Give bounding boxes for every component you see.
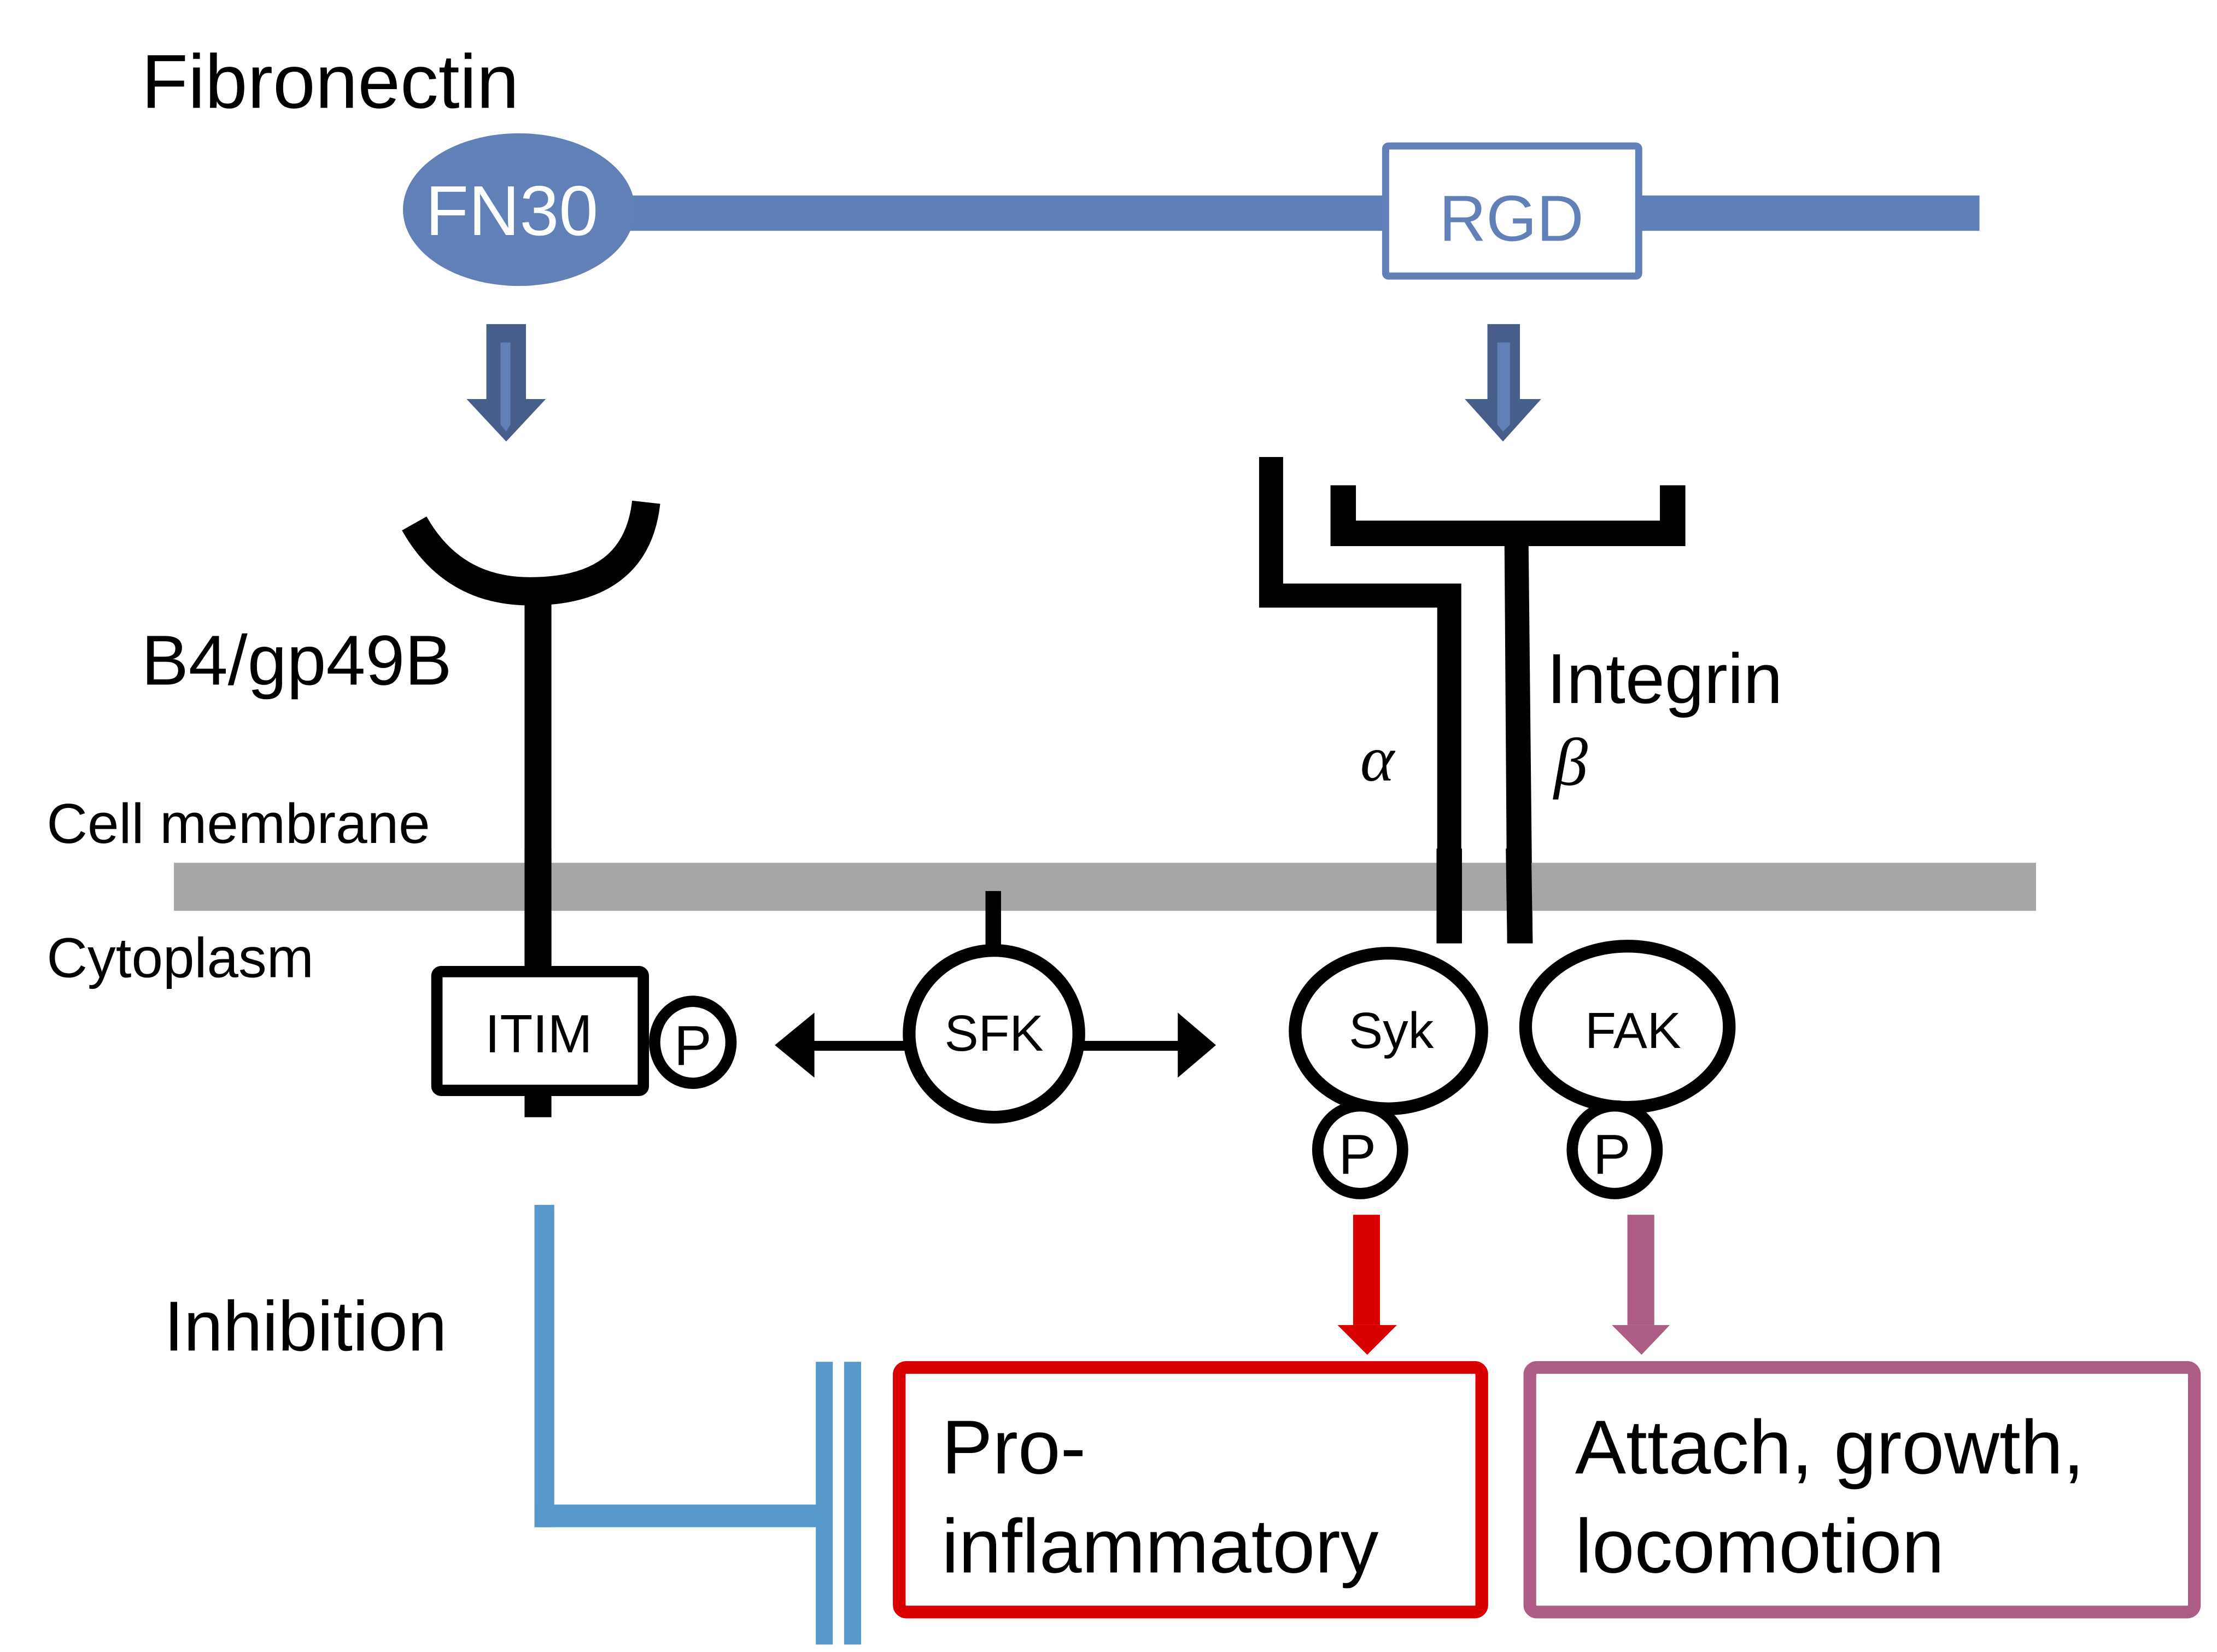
syk-activation-arrow <box>1337 1215 1397 1355</box>
inhibition-label: Inhibition <box>164 1287 447 1366</box>
phospho-circle <box>649 995 737 1089</box>
itim-box <box>431 966 650 1096</box>
fn30-domain: FN30 <box>403 133 635 286</box>
arrow-shaft-left <box>811 1041 911 1051</box>
arrow-shaft-right <box>1079 1041 1181 1051</box>
fibronectin-backbone <box>608 195 1980 231</box>
fn30-binding-arrow <box>466 324 546 442</box>
rgd-domain: RGD <box>1382 142 1642 280</box>
phospho-circle <box>1566 1100 1663 1199</box>
fn30-ellipse <box>403 133 635 286</box>
attach-outcome: Attach, growth, locomotion <box>1523 1361 2201 1619</box>
proinflammatory-line1: Pro- <box>941 1404 1086 1490</box>
cytoplasm-label: Cytoplasm <box>46 926 314 989</box>
inhibition-bar-1 <box>816 1362 833 1645</box>
arrow-head-right <box>1178 1012 1216 1078</box>
cell-membrane-label: Cell membrane <box>46 792 430 855</box>
proinflammatory-box <box>893 1361 1488 1619</box>
fn30-label: FN30 <box>425 172 598 250</box>
beta-label: β <box>1553 724 1588 800</box>
receptor-binding-cup <box>402 500 660 606</box>
rgd-box <box>1382 142 1642 280</box>
itim-label: ITIM <box>485 1004 592 1064</box>
beta-transmembrane <box>1506 848 1533 944</box>
inhibition-horizontal <box>534 1504 817 1527</box>
proinflammatory-line2: inflammatory <box>941 1503 1378 1589</box>
sfk-anchor <box>985 891 1001 955</box>
alpha-label: α <box>1360 723 1396 795</box>
attach-line1: Attach, growth, <box>1575 1404 2084 1490</box>
sfk-kinase: SFK <box>903 891 1085 1124</box>
integrin-alpha-chain <box>1259 457 1461 944</box>
attach-line2: locomotion <box>1575 1503 1944 1589</box>
syk-label: Syk <box>1349 1002 1434 1059</box>
rgd-label: RGD <box>1439 182 1583 255</box>
integrin-label: Integrin <box>1547 640 1782 718</box>
fak-phospho: P <box>1566 1100 1663 1199</box>
phospho-label: P <box>1338 1122 1376 1186</box>
syk-ellipse <box>1289 947 1488 1115</box>
alpha-transmembrane <box>1436 848 1463 944</box>
fibronectin-label: Fibronectin <box>142 39 519 124</box>
receptor-label: B4/gp49B <box>142 621 452 700</box>
attach-box <box>1523 1361 2201 1619</box>
receptor-transmembrane <box>524 848 552 970</box>
fak-kinase: FAK <box>1519 940 1736 1114</box>
sfk-bidirectional-arrow <box>775 1012 1216 1078</box>
syk-kinase: Syk <box>1289 947 1488 1115</box>
itim-motif: ITIM <box>431 966 650 1096</box>
inhibition-vertical <box>534 1205 554 1527</box>
cell-membrane <box>174 863 2036 911</box>
rgd-binding-arrow <box>1465 324 1541 442</box>
inhibition-bar-icon <box>816 1362 861 1645</box>
integrin-beta-chain <box>1330 485 1686 944</box>
phospho-label: P <box>674 1014 712 1077</box>
inhibition-connector <box>534 1205 817 1527</box>
arrow-head-left <box>775 1012 815 1078</box>
fak-label: FAK <box>1585 1002 1681 1059</box>
proinflammatory-outcome: Pro- inflammatory <box>893 1361 1488 1619</box>
fak-activation-arrow <box>1612 1215 1670 1355</box>
inhibition-bar-2 <box>844 1362 861 1645</box>
phospho-label: P <box>1593 1122 1631 1186</box>
phospho-circle <box>1312 1100 1408 1199</box>
itim-phospho: P <box>649 995 737 1089</box>
sfk-label: SFK <box>945 1005 1044 1062</box>
syk-phospho: P <box>1312 1100 1408 1199</box>
sfk-ellipse <box>903 944 1085 1124</box>
